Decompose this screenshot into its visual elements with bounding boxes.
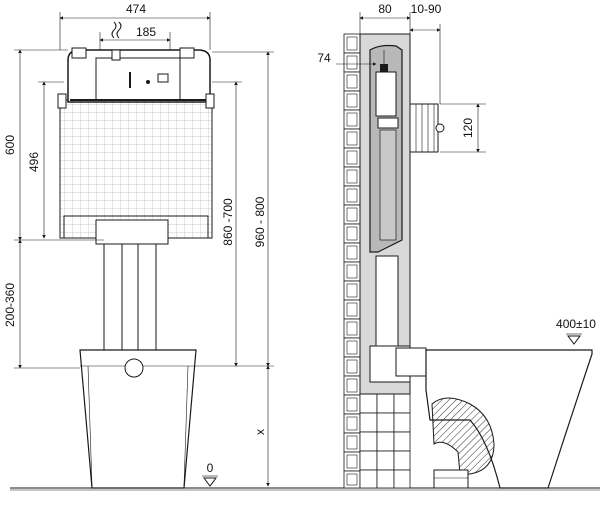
- brick: [376, 412, 395, 433]
- brick: [359, 393, 378, 414]
- side-dimensions: 80 10-90 74 120 400±10: [317, 2, 596, 345]
- brick-inner: [346, 245, 358, 260]
- brick-inner: [346, 74, 358, 89]
- side-view: [343, 33, 593, 489]
- front-view: [10, 21, 600, 491]
- brick-inner: [346, 473, 358, 486]
- brick-inner: [346, 416, 358, 431]
- brick-inner: [346, 150, 358, 165]
- brick-inner: [346, 207, 358, 222]
- brick-inner: [346, 93, 358, 108]
- brick-inner: [346, 36, 358, 51]
- dim-wall-depth: 80: [378, 2, 392, 16]
- dim-total-range: 960 - 800: [253, 196, 267, 247]
- brick-inner: [346, 112, 358, 127]
- dim-connection-height: 120: [461, 118, 475, 138]
- front-dimensions: 474 185 600 496 200-360 860 -700 960 - 8…: [3, 2, 274, 487]
- floor-level-label: 0: [207, 461, 214, 475]
- brick: [359, 450, 378, 471]
- dim-frame-height: 600: [3, 135, 17, 155]
- brick: [376, 469, 395, 489]
- brick: [376, 450, 395, 471]
- dim-tank-width: 474: [126, 2, 146, 16]
- dim-flush-offset: 185: [136, 25, 156, 39]
- brick: [359, 469, 378, 489]
- cistern-grid: [59, 99, 213, 239]
- brick: [393, 393, 411, 414]
- brick: [393, 412, 411, 433]
- brick: [393, 431, 411, 452]
- brick-inner: [346, 397, 358, 412]
- brick-inner: [346, 340, 358, 355]
- brick-inner: [346, 283, 358, 298]
- brick-inner: [346, 169, 358, 184]
- dim-bowl-height: 400±10: [556, 317, 596, 331]
- brick-inner: [346, 302, 358, 317]
- toilet-bowl-front: [79, 349, 197, 489]
- brick-inner: [346, 454, 358, 469]
- brick-inner: [346, 131, 358, 146]
- brick-inner: [346, 188, 358, 203]
- dim-mount-range: 860 -700: [221, 198, 235, 246]
- dim-leg-height: 200-360: [3, 283, 17, 327]
- frame-leg-left: [103, 237, 123, 351]
- brick: [343, 470, 361, 489]
- brick-inner: [346, 226, 358, 241]
- brick-wall: [343, 33, 411, 489]
- brick: [359, 431, 378, 452]
- brick: [359, 412, 378, 433]
- brick-inner: [346, 321, 358, 336]
- brick-inner: [346, 378, 358, 393]
- brick-inner: [346, 264, 358, 279]
- brick-inner: [346, 55, 358, 70]
- dim-mount-offset: 10-90: [411, 2, 442, 16]
- dim-x: x: [253, 429, 267, 435]
- brick: [376, 393, 395, 414]
- brick-inner: [346, 359, 358, 374]
- dim-tank-height: 496: [27, 152, 41, 172]
- drain-section: [431, 397, 495, 475]
- brick: [376, 431, 395, 452]
- dim-side-depth: 74: [317, 51, 331, 65]
- brick-inner: [346, 435, 358, 450]
- brick: [393, 450, 411, 471]
- frame-leg-right: [137, 237, 157, 351]
- brick: [393, 469, 411, 489]
